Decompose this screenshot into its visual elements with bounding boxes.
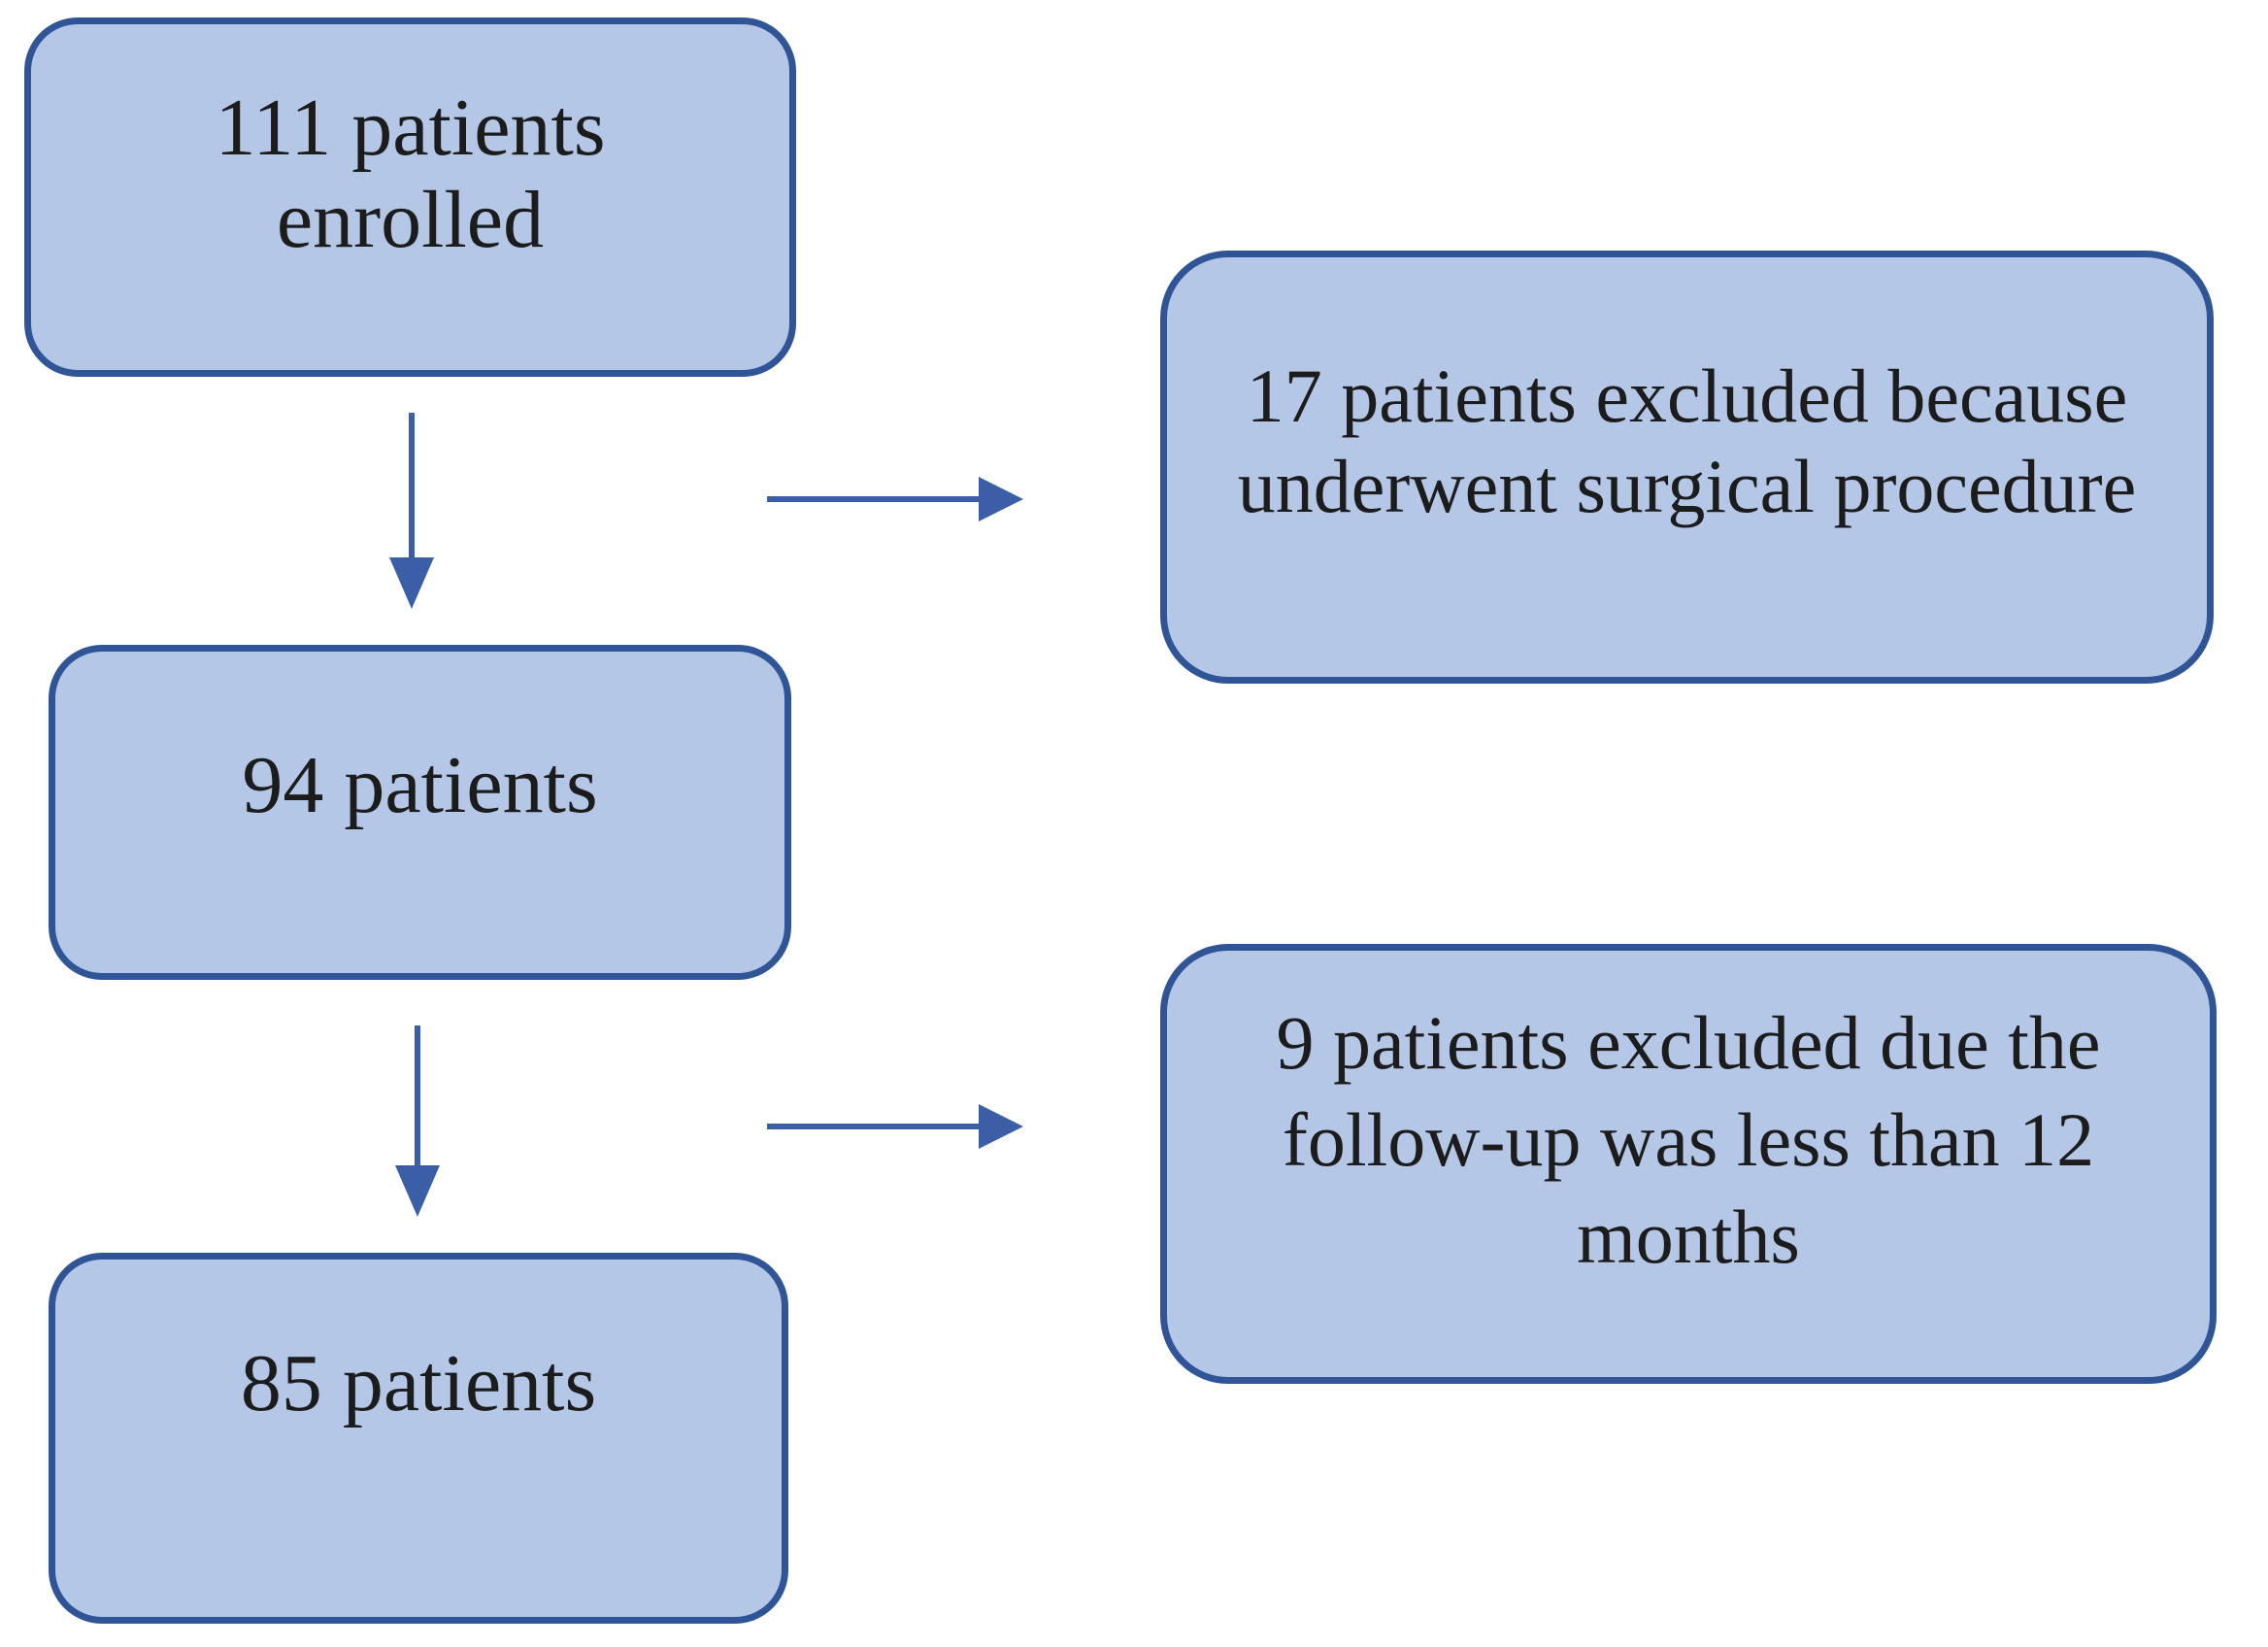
- node-excluded-followup-label: 9 patients excluded due the follow-up wa…: [1276, 1000, 2101, 1279]
- node-85-patients: 85 patients: [49, 1253, 788, 1624]
- node-excluded-followup: 9 patients excluded due the follow-up wa…: [1160, 944, 2217, 1384]
- arrow-head-icon: [979, 1104, 1023, 1149]
- arrow-enrolled-to-94: [389, 413, 434, 609]
- node-excluded-surgical: 17 patients excluded because underwent s…: [1160, 251, 2214, 684]
- node-patients-enrolled: 111 patients enrolled: [24, 17, 796, 377]
- node-94-patients: 94 patients: [49, 645, 791, 980]
- node-patients-enrolled-label: 111 patients enrolled: [215, 83, 606, 265]
- node-85-patients-label: 85 patients: [240, 1337, 597, 1429]
- node-excluded-surgical-label: 17 patients excluded because underwent s…: [1237, 353, 2137, 528]
- arrow-94-to-excluded-9: [767, 1104, 1023, 1149]
- arrow-head-icon: [395, 1165, 440, 1217]
- arrow-head-icon: [389, 557, 434, 609]
- arrow-head-icon: [979, 477, 1023, 521]
- arrow-enrolled-to-excluded-17: [767, 477, 1023, 521]
- node-94-patients-label: 94 patients: [242, 739, 598, 830]
- arrow-94-to-85: [395, 1025, 440, 1217]
